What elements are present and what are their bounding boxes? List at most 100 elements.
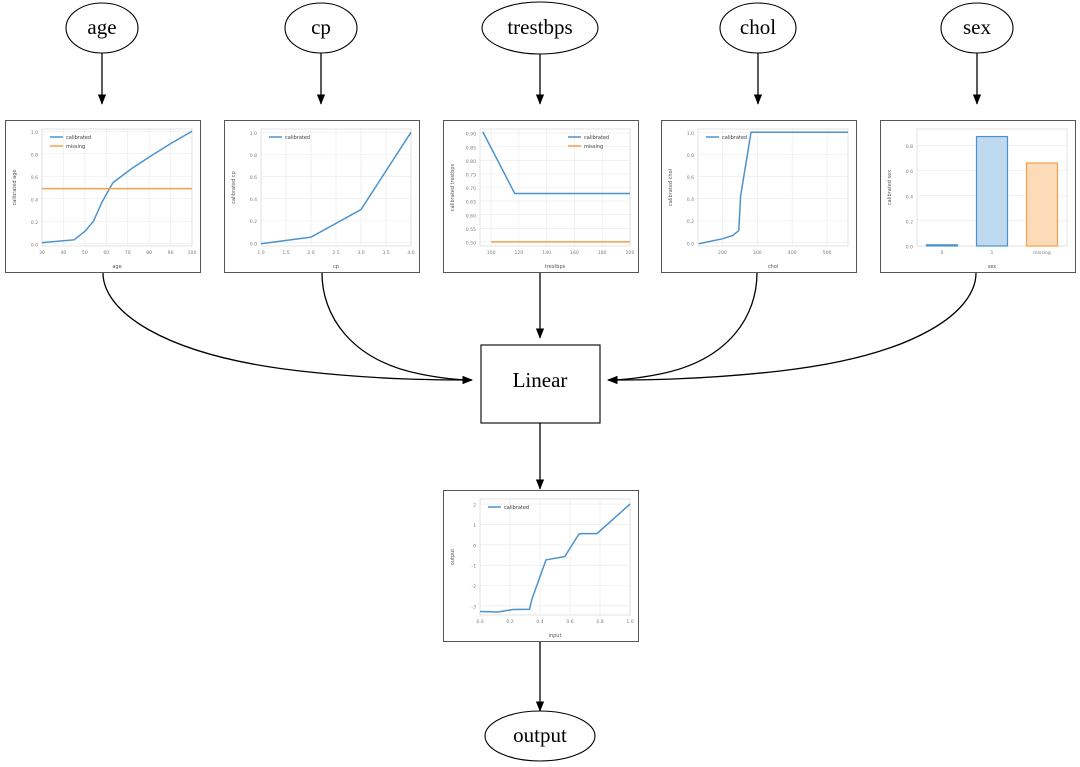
ytick-label: 0.2 [250,219,257,225]
xtick-label: 0.0 [476,619,483,625]
ytick-label: 0.75 [466,172,476,178]
xaxis-title: cp [333,264,339,270]
xtick-label: 1 [991,250,994,256]
node-output[interactable]: output [484,710,596,762]
xtick-label: 0.8 [596,619,603,625]
node-age-label: age [87,15,116,39]
xtick-label: 200 [626,250,635,256]
xtick-label: 2.0 [307,250,314,256]
xaxis-title: age [112,264,121,270]
node-chol[interactable]: chol [719,2,797,54]
edge-cholchart-to-linear [607,272,758,385]
xtick-label: 1.0 [626,619,633,625]
ytick-label: 0.8 [906,144,913,150]
series-calibrated [260,131,412,245]
ytick-label: 0.8 [31,152,38,158]
ytick-label: 0.4 [250,197,257,203]
ytick-label: 0.0 [906,245,913,251]
xtick-label: 0.2 [506,619,513,625]
legend-label-calibrated: calibrated [584,135,609,141]
xaxis-title: input [549,633,562,639]
node-output-label: output [513,723,567,747]
bar-missing [1025,162,1059,247]
node-sex[interactable]: sex [940,2,1014,54]
yaxis-title: calibrated sex [887,170,893,205]
xtick-label: missing [1033,250,1051,256]
ytick-label: 0.8 [687,153,694,159]
ytick-label: 0.4 [687,197,694,203]
xtick-label: 40 [60,250,66,256]
ytick-label: 0.2 [31,220,38,226]
ytick-label: 0.80 [466,159,476,165]
xtick-label: 80 [146,250,152,256]
xtick-label: 100 [487,250,496,256]
ytick-label: 0.0 [687,241,694,247]
ytick-label: 0.6 [906,169,913,175]
ytick-label: 0.4 [906,194,913,200]
xtick-label: 70 [125,250,131,256]
node-age[interactable]: age [65,2,139,54]
legend-label-calibrated: calibrated [285,135,310,141]
ytick-label: 0.6 [31,175,38,181]
xtick-label: 0.6 [566,619,573,625]
xtick-label: 0.4 [536,619,543,625]
node-linear[interactable]: Linear [480,344,601,424]
ytick-label: 0.50 [466,241,476,247]
legend-label-calibrated: calibrated [504,505,529,511]
xtick-label: 160 [570,250,579,256]
yaxis-title: calibrated age [12,170,18,206]
node-trestbps-label: trestbps [507,15,572,39]
xtick-label: 0 [941,250,944,256]
ytick-label: 0.65 [466,200,476,206]
ytick-label: 1.0 [250,131,257,137]
ytick-label: 0.70 [466,186,476,192]
ytick-label: 0.2 [906,219,913,225]
ytick-label: 0.0 [31,242,38,248]
series-calibrated [41,130,193,244]
edge-sexchart-to-linear [607,272,977,385]
node-cp-label: cp [311,15,331,39]
xtick-label: 1.0 [257,250,264,256]
legend-label-missing: missing [66,144,85,150]
yaxis-title: output [450,549,456,566]
ytick-label: 2 [473,503,476,509]
xtick-label: 300 [753,250,762,256]
node-trestbps[interactable]: trestbps [481,1,599,55]
node-cp[interactable]: cp [284,2,358,54]
legend-label-calibrated: calibrated [722,135,747,141]
xtick-label: 200 [718,250,727,256]
ytick-label: 0.90 [466,132,476,138]
ytick-label: 0.6 [687,175,694,181]
ytick-label: -1 [471,564,476,570]
yaxis-title: calibrated trestbps [450,164,456,212]
xtick-label: 4.0 [407,250,414,256]
xtick-label: 180 [598,250,607,256]
ytick-label: 0.4 [31,197,38,203]
bar-1 [975,135,1009,247]
ytick-label: 0.6 [250,175,257,181]
edge-agechart-to-linear [102,272,473,385]
node-linear-label: Linear [513,368,568,392]
ytick-label: 1.0 [31,130,38,136]
ytick-label: 0.0 [250,241,257,247]
ytick-label: 0.55 [466,227,476,233]
ytick-label: 1.0 [687,131,694,137]
xtick-label: 60 [103,250,109,256]
legend-label-missing: missing [584,144,603,150]
ytick-label: 0.2 [687,219,694,225]
ytick-label: 0.85 [466,145,476,151]
xtick-label: 2.5 [332,250,339,256]
